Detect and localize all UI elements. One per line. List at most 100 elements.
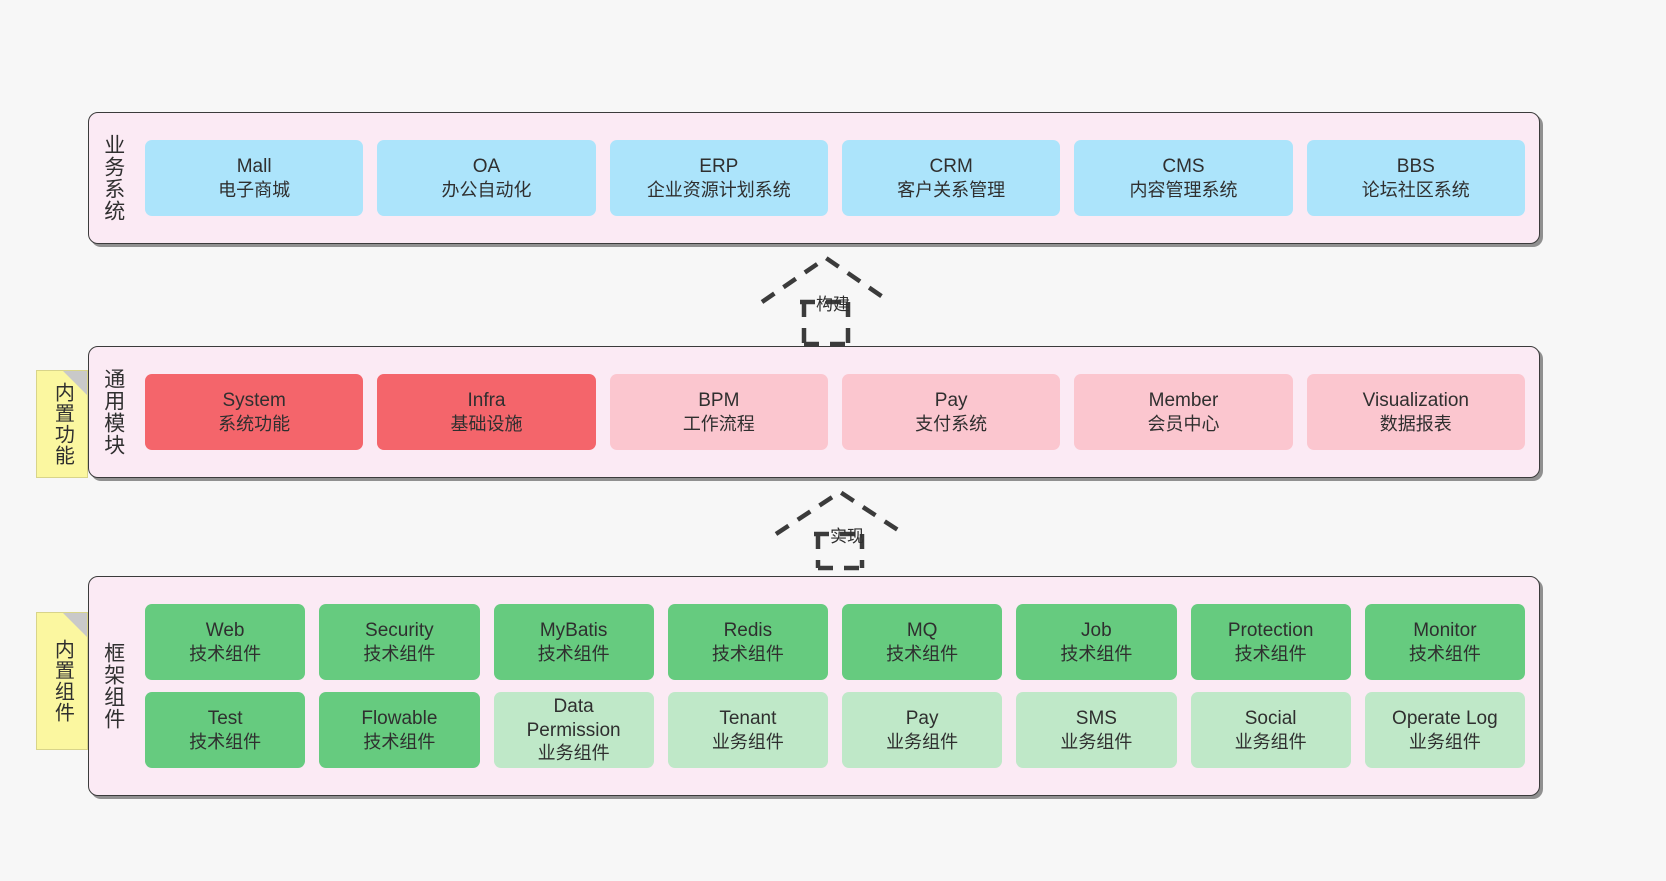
node-title: SMS	[1075, 708, 1117, 730]
layer-business-system: 业务系统 Mall 电子商城 OA 办公自动化 ERP 企业资源计划系统 CRM…	[88, 112, 1540, 244]
node-title: Web	[205, 620, 245, 642]
node-pay-component[interactable]: Pay 业务组件	[842, 692, 1003, 768]
node-title: BBS	[1396, 156, 1435, 178]
node-job[interactable]: Job 技术组件	[1016, 604, 1177, 680]
node-subtitle: 业务组件	[886, 731, 959, 752]
node-flowable[interactable]: Flowable 技术组件	[319, 692, 480, 768]
node-title: Visualization	[1362, 390, 1469, 412]
node-subtitle: 会员中心	[1147, 413, 1220, 434]
node-subtitle: 技术组件	[537, 643, 610, 664]
node-title-line2: Permission	[526, 719, 621, 741]
layer-framework-components: 框架组件 Web 技术组件 Security 技术组件 MyBatis 技术组件…	[88, 576, 1540, 796]
node-mq[interactable]: MQ 技术组件	[842, 604, 1003, 680]
business-node-row: Mall 电子商城 OA 办公自动化 ERP 企业资源计划系统 CRM 客户关系…	[145, 140, 1525, 216]
node-title: Operate Log	[1392, 708, 1498, 730]
node-cms[interactable]: CMS 内容管理系统	[1074, 140, 1293, 216]
node-title: Infra	[467, 390, 506, 412]
node-title: Job	[1081, 620, 1112, 642]
node-title: Security	[365, 620, 434, 642]
layer-title-framework: 框架组件	[101, 642, 125, 730]
node-title: Tenant	[719, 708, 777, 730]
node-test[interactable]: Test 技术组件	[145, 692, 306, 768]
node-title: ERP	[699, 156, 739, 178]
layer-title-business: 业务系统	[101, 134, 125, 222]
node-pay-module[interactable]: Pay 支付系统	[841, 374, 1061, 450]
node-crm[interactable]: CRM 客户关系管理	[841, 140, 1061, 216]
node-mybatis[interactable]: MyBatis 技术组件	[493, 604, 654, 680]
note-fold-corner-icon	[63, 371, 87, 395]
node-title: MyBatis	[539, 620, 608, 642]
node-protection[interactable]: Protection 技术组件	[1190, 604, 1351, 680]
node-bpm[interactable]: BPM 工作流程	[609, 374, 828, 450]
node-oa[interactable]: OA 办公自动化	[377, 140, 596, 216]
node-title: Mall	[236, 156, 272, 178]
node-title: Protection	[1227, 620, 1314, 642]
node-erp[interactable]: ERP 企业资源计划系统	[609, 140, 828, 216]
node-mall[interactable]: Mall 电子商城	[145, 140, 364, 216]
node-subtitle: 数据报表	[1379, 413, 1452, 434]
node-title: Flowable	[361, 708, 438, 730]
node-member[interactable]: Member 会员中心	[1074, 374, 1293, 450]
framework-row-2: Test 技术组件 Flowable 技术组件 Data Permission …	[145, 692, 1525, 768]
note-fold-corner-icon	[63, 613, 87, 637]
node-subtitle: 技术组件	[1060, 643, 1133, 664]
node-subtitle: 技术组件	[1408, 643, 1481, 664]
node-subtitle: 基础设施	[450, 413, 523, 434]
node-title: Data	[553, 696, 594, 718]
module-node-row: System 系统功能 Infra 基础设施 BPM 工作流程 Pay 支付系统…	[145, 374, 1525, 450]
node-title: MQ	[906, 620, 938, 642]
node-subtitle: 论坛社区系统	[1361, 179, 1470, 200]
node-subtitle: 客户关系管理	[897, 179, 1006, 200]
node-sms[interactable]: SMS 业务组件	[1016, 692, 1177, 768]
node-title: Redis	[723, 620, 773, 642]
framework-row-1: Web 技术组件 Security 技术组件 MyBatis 技术组件 Redi…	[145, 604, 1525, 680]
node-data-permission[interactable]: Data Permission 业务组件	[493, 692, 654, 768]
node-title: Social	[1244, 708, 1297, 730]
node-subtitle: 办公自动化	[441, 179, 532, 200]
node-title: Pay	[934, 390, 968, 412]
layer-body-framework: Web 技术组件 Security 技术组件 MyBatis 技术组件 Redi…	[137, 577, 1539, 795]
node-title: Monitor	[1413, 620, 1477, 642]
node-monitor[interactable]: Monitor 技术组件	[1364, 604, 1525, 680]
layer-body-business: Mall 电子商城 OA 办公自动化 ERP 企业资源计划系统 CRM 客户关系…	[137, 113, 1539, 243]
node-visualization[interactable]: Visualization 数据报表	[1306, 374, 1525, 450]
node-redis[interactable]: Redis 技术组件	[667, 604, 828, 680]
node-title: OA	[472, 156, 501, 178]
node-subtitle: 内容管理系统	[1129, 179, 1238, 200]
node-subtitle: 技术组件	[886, 643, 959, 664]
note-label: 内置组件	[51, 639, 74, 723]
node-subtitle: 技术组件	[363, 643, 436, 664]
node-tenant[interactable]: Tenant 业务组件	[667, 692, 828, 768]
note-label: 内置功能	[51, 382, 74, 466]
node-title: Pay	[905, 708, 939, 730]
node-title: CMS	[1162, 156, 1205, 178]
node-subtitle: 系统功能	[218, 413, 291, 434]
node-security[interactable]: Security 技术组件	[319, 604, 480, 680]
node-operate-log[interactable]: Operate Log 业务组件	[1364, 692, 1525, 768]
node-subtitle: 业务组件	[711, 731, 784, 752]
node-subtitle: 技术组件	[363, 731, 436, 752]
node-web[interactable]: Web 技术组件	[145, 604, 306, 680]
node-subtitle: 业务组件	[1060, 731, 1133, 752]
node-subtitle: 工作流程	[682, 413, 755, 434]
node-social[interactable]: Social 业务组件	[1190, 692, 1351, 768]
arrow-implement-glyph	[774, 489, 906, 571]
node-title: System	[222, 390, 286, 412]
node-subtitle: 技术组件	[711, 643, 784, 664]
node-subtitle: 技术组件	[189, 643, 262, 664]
node-title: CRM	[929, 156, 973, 178]
layer-common-modules: 通用模块 System 系统功能 Infra 基础设施 BPM 工作流程 Pay…	[88, 346, 1540, 478]
node-title: Member	[1148, 390, 1219, 412]
node-subtitle: 业务组件	[537, 743, 610, 764]
node-bbs[interactable]: BBS 论坛社区系统	[1306, 140, 1525, 216]
node-subtitle: 技术组件	[189, 731, 262, 752]
node-subtitle: 业务组件	[1234, 731, 1307, 752]
node-infra[interactable]: Infra 基础设施	[377, 374, 596, 450]
node-subtitle: 技术组件	[1234, 643, 1307, 664]
node-title: BPM	[698, 390, 740, 412]
node-subtitle: 电子商城	[218, 179, 291, 200]
sticky-note-builtin-component: 内置组件	[36, 612, 88, 750]
node-system[interactable]: System 系统功能	[145, 374, 364, 450]
node-title: Test	[207, 708, 243, 730]
